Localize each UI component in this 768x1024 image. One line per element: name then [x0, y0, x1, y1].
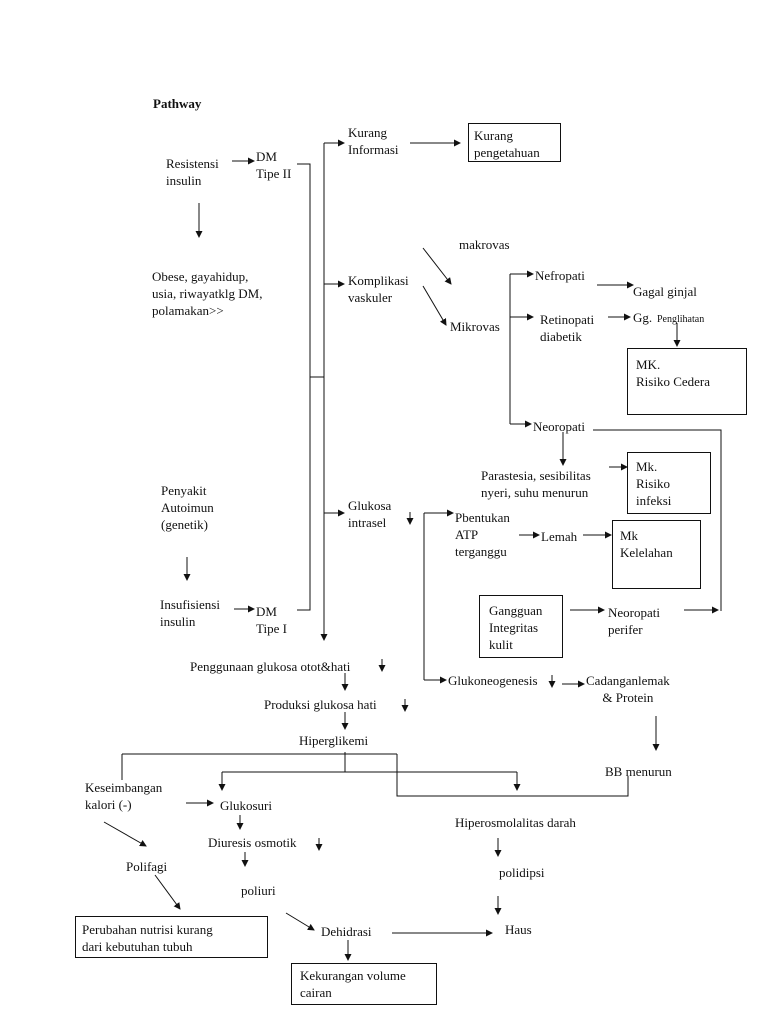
node-hiperglikemi: Hiperglikemi: [299, 733, 369, 748]
node-neoropati: Neoropati: [533, 419, 585, 434]
node-perubahan-nutrisi: Perubahan nutrisi kurang dari kebutuhan …: [82, 922, 213, 954]
node-cadangan-lemak: Cadanganlemak & Protein: [586, 673, 670, 705]
box-kurang-pengetahuan: [468, 123, 561, 162]
node-gg-penglihatan: Penglihatan: [657, 314, 705, 325]
bracket-dm1: [297, 377, 311, 611]
node-dm-tipe-1: DM Tipe I: [256, 604, 287, 636]
arrow-polifagi-perubahan: [154, 874, 181, 910]
line-bb-back: [396, 754, 629, 797]
node-gagal-ginjal: Gagal ginjal: [633, 284, 697, 299]
node-insufisiensi-insulin: Insufisiensi insulin: [160, 597, 220, 629]
arrow-to-makrovas: [422, 247, 452, 285]
node-gg-prefix: Gg.: [633, 310, 653, 325]
node-gangguan-integritas: Gangguan Integritas kulit: [489, 603, 543, 652]
node-mk-risiko-cedera: MK. Risiko Cedera: [636, 357, 711, 389]
node-kekurangan-volume: Kekurangan volume cairan: [300, 968, 406, 1000]
node-pbentukan-atp: Pbentukan ATP terganggu: [455, 510, 510, 559]
node-retinopati-diabetik: Retinopati diabetik: [540, 312, 595, 344]
node-mk-risiko-infeksi: Mk. Risiko infeksi: [636, 459, 672, 508]
node-penggunaan-glukosa: Penggunaan glukosa otot&hati: [190, 659, 351, 674]
node-produksi-glukosa: Produksi glukosa hati: [264, 697, 377, 712]
node-keseimbangan-kalori: Keseimbangan kalori (-): [85, 780, 163, 812]
line-neoropati-perifer: [593, 429, 722, 611]
node-polidipsi: polidipsi: [499, 865, 545, 880]
node-haus: Haus: [505, 922, 532, 937]
node-penyakit-autoimun: Penyakit Autoimun (genetik): [161, 483, 214, 532]
box-mk-risiko-infeksi: [627, 452, 711, 514]
node-lemah: Lemah: [541, 529, 578, 544]
node-polifagi: Polifagi: [126, 859, 168, 874]
node-poliuri: poliuri: [241, 883, 276, 898]
node-resistensi-insulin: Resistensi insulin: [166, 156, 219, 188]
box-mk-risiko-cedera: [627, 348, 747, 415]
node-neoropati-perifer: Neoropati perifer: [608, 605, 660, 637]
box-gangguan-integritas: [479, 595, 563, 658]
bracket-dm2: [297, 163, 311, 377]
node-dm-tipe-2: DM Tipe II: [256, 149, 292, 181]
node-glukosuri: Glukosuri: [220, 798, 272, 813]
arrow-poliuri-dehidrasi: [285, 912, 315, 931]
node-glukosa-intrasel: Glukosa intrasel: [348, 498, 392, 530]
node-hiperosmolalitas: Hiperosmolalitas darah: [455, 815, 576, 830]
arrow-to-mikrovas: [422, 285, 447, 326]
node-kurang-pengetahuan: Kurang pengetahuan: [474, 128, 540, 160]
node-nefropati: Nefropati: [535, 268, 585, 283]
node-glukoneogenesis: Glukoneogenesis: [448, 673, 538, 688]
node-mk-kelelahan: Mk Kelelahan: [620, 528, 673, 560]
node-parastesia: Parastesia, sesibilitas nyeri, suhu menu…: [481, 468, 591, 500]
node-mikrovas: Mikrovas: [450, 319, 500, 334]
node-bb-menurun: BB menurun: [605, 764, 672, 779]
box-perubahan-nutrisi: [75, 916, 268, 958]
node-diuresis-osmotik: Diuresis osmotik: [208, 835, 297, 850]
box-kekurangan-volume: [291, 963, 437, 1005]
node-dehidrasi: Dehidrasi: [321, 924, 372, 939]
node-komplikasi-vaskuler: Komplikasi vaskuler: [348, 273, 409, 305]
arrow-kalori-polifagi: [103, 821, 147, 847]
page-title: Pathway: [153, 96, 202, 111]
node-obese: Obese, gayahidup, usia, riwayatklg DM, p…: [152, 269, 263, 318]
node-kurang-informasi: Kurang Informasi: [348, 125, 399, 157]
node-makrovas: makrovas: [459, 237, 510, 252]
box-mk-kelelahan: [612, 520, 701, 589]
